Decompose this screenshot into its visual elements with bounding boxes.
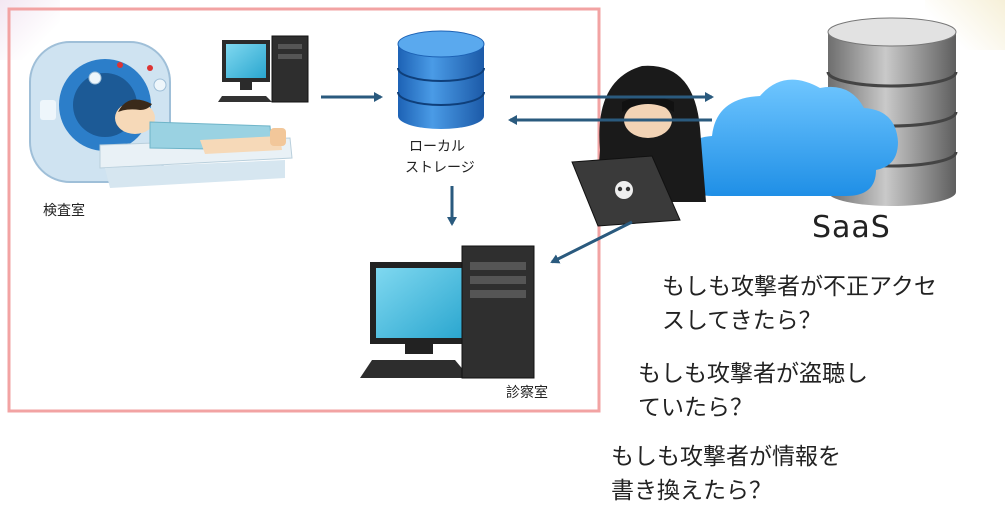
question-eavesdropping: もしも攻撃者が盗聴し ていたら？ [638, 361, 868, 421]
cloud-icon [682, 79, 898, 196]
database-icon [397, 30, 485, 129]
local-storage-label-1: ローカル [409, 139, 465, 155]
question-tampering: もしも攻撃者が情報を 書き換えたら？ [611, 444, 841, 504]
arrow-hacker-to-consult [550, 220, 633, 264]
question-unauthorized-access: もしも攻撃者が不正アクセ スしてきたら？ [662, 274, 937, 334]
workstation-icon [360, 245, 535, 379]
consult-room-label: 診察室 [506, 385, 548, 401]
hacker-icon [571, 65, 706, 227]
workstation-icon [218, 35, 309, 103]
patient-icon [99, 99, 293, 188]
local-storage-label-2: ストレージ [405, 160, 475, 176]
saas-label: SaaS [812, 210, 891, 245]
exam-room-label: 検査室 [43, 203, 85, 219]
